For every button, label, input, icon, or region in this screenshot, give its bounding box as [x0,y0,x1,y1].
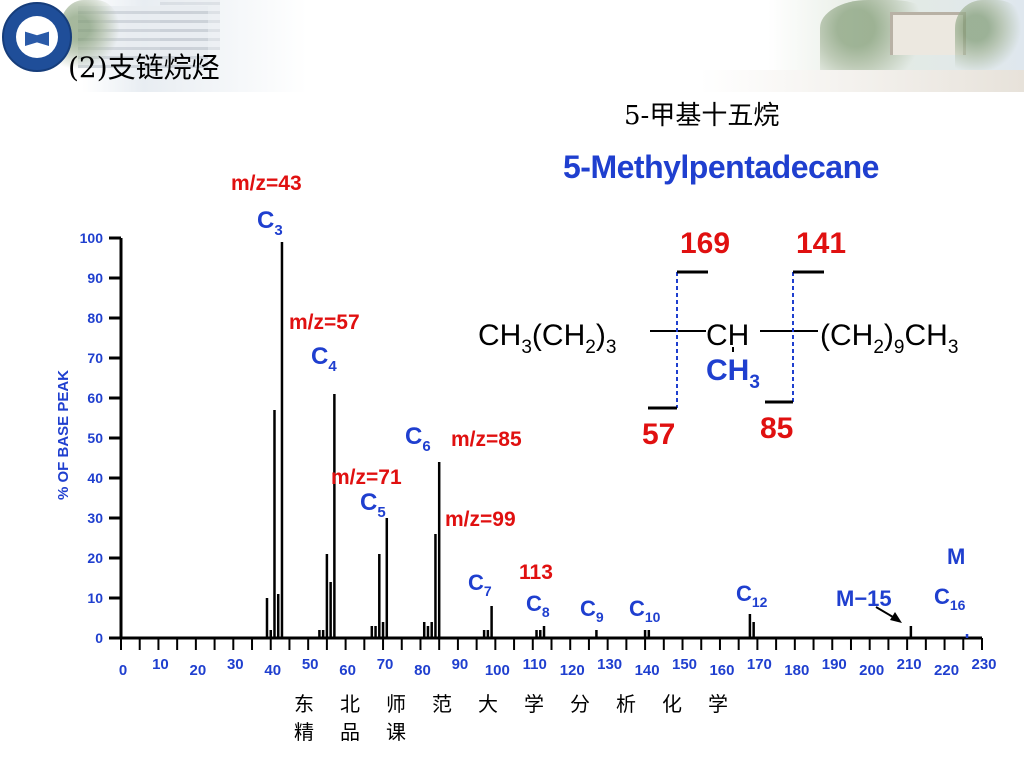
x-tick-label: 230 [971,656,996,673]
x-tick-label: 200 [859,662,884,679]
y-axis-label: % OF BASE PEAK [55,370,72,500]
building-photo-left-2 [160,0,220,50]
x-tick-label: 90 [452,656,469,673]
annotation-c8: C8 [526,591,550,620]
y-tick-label: 80 [87,310,103,326]
annotation-c7: C7 [468,570,492,599]
footer-line-2: 精品课 [294,720,432,744]
logo-book-icon [25,31,49,46]
x-tick-label: 130 [597,656,622,673]
fragment-141: 141 [796,227,846,260]
annotation-m15: M−15 [836,586,892,611]
x-tick-label: 160 [709,662,734,679]
tree-photo-far-right [955,0,1024,70]
formula-left: CH3(CH2)3 [478,319,616,358]
x-tick-label: 110 [523,656,547,673]
annotation-c10: C10 [629,596,661,625]
university-logo [2,2,72,72]
annotation-mz99: m/z=99 [445,508,516,531]
y-tick-label: 60 [87,390,103,406]
y-tick-label: 30 [87,510,103,526]
x-tick-label: 210 [897,656,922,673]
formula-right: (CH2)9CH3 [820,319,958,358]
arrow-icon [875,606,902,623]
x-tick-label: 40 [264,662,281,679]
annotation-c4: C4 [311,343,337,375]
x-tick-label: 100 [485,662,510,679]
x-tick-label: 60 [339,662,356,679]
header-banner [0,0,1024,92]
y-tick-label: 0 [95,630,103,646]
fragment-169: 169 [680,227,730,260]
annotation-mz71: m/z=71 [331,466,402,489]
x-tick-label: 0 [119,662,127,679]
footer-course-label: 东北师范大学分析化学 精品课 [294,690,754,746]
y-tick-label: 40 [87,470,103,486]
y-tick-label: 10 [87,590,103,606]
x-tick-label: 30 [227,656,244,673]
annotation-c12: C12 [736,581,768,610]
fragmentation-diagram: CH3(CH2)3 CH (CH2)9CH3 CH3 169 141 57 85 [478,227,958,451]
x-tick-label: 140 [635,662,660,679]
annotation-mz43: m/z=43 [231,172,302,195]
annotation-c3: C3 [257,207,283,239]
x-tick-label: 170 [747,656,772,673]
annotation-c9: C9 [580,596,604,625]
annotation-c16: C16 [934,584,966,613]
x-tick-label: 80 [414,662,431,679]
y-tick-label: 70 [87,350,103,366]
x-tick-label: 220 [934,662,959,679]
section-title: (2)支链烷烃 [68,51,220,84]
chart-ticks: 0 10 20 30 40 50 60 70 80 90 100 0 10 20 30 40 50 60 70 80 9… [80,230,997,679]
fragment-85: 85 [760,412,793,445]
formula-center: CH [706,319,749,352]
compound-chinese-name: 5-甲基十五烷 [624,101,780,131]
x-tick-label: 150 [672,656,697,673]
x-tick-label: 180 [784,662,809,679]
chart-peaks [265,242,969,638]
fragment-57: 57 [642,418,675,451]
annotation-c6: C6 [405,423,431,455]
x-tick-label: 20 [190,662,207,679]
y-tick-label: 100 [80,230,104,246]
y-tick-label: 90 [87,270,103,286]
annotation-mz57: m/z=57 [289,311,360,334]
annotation-mz85: m/z=85 [451,428,522,451]
x-tick-label: 50 [302,656,319,673]
road-photo [700,70,1024,92]
x-tick-label: 10 [152,656,169,673]
x-tick-label: 190 [822,656,847,673]
annotation-c5: C5 [360,489,386,521]
x-tick-label: 120 [560,662,585,679]
footer-line-1: 东北师范大学分析化学 [294,692,754,716]
y-tick-label: 20 [87,550,103,566]
x-tick-label: 70 [377,656,394,673]
annotation-mz113: 113 [519,561,553,584]
formula-branch: CH3 [706,354,760,393]
annotation-m: M [947,544,965,569]
y-tick-label: 50 [87,430,103,446]
compound-english-name: 5-Methylpentadecane [563,149,879,185]
